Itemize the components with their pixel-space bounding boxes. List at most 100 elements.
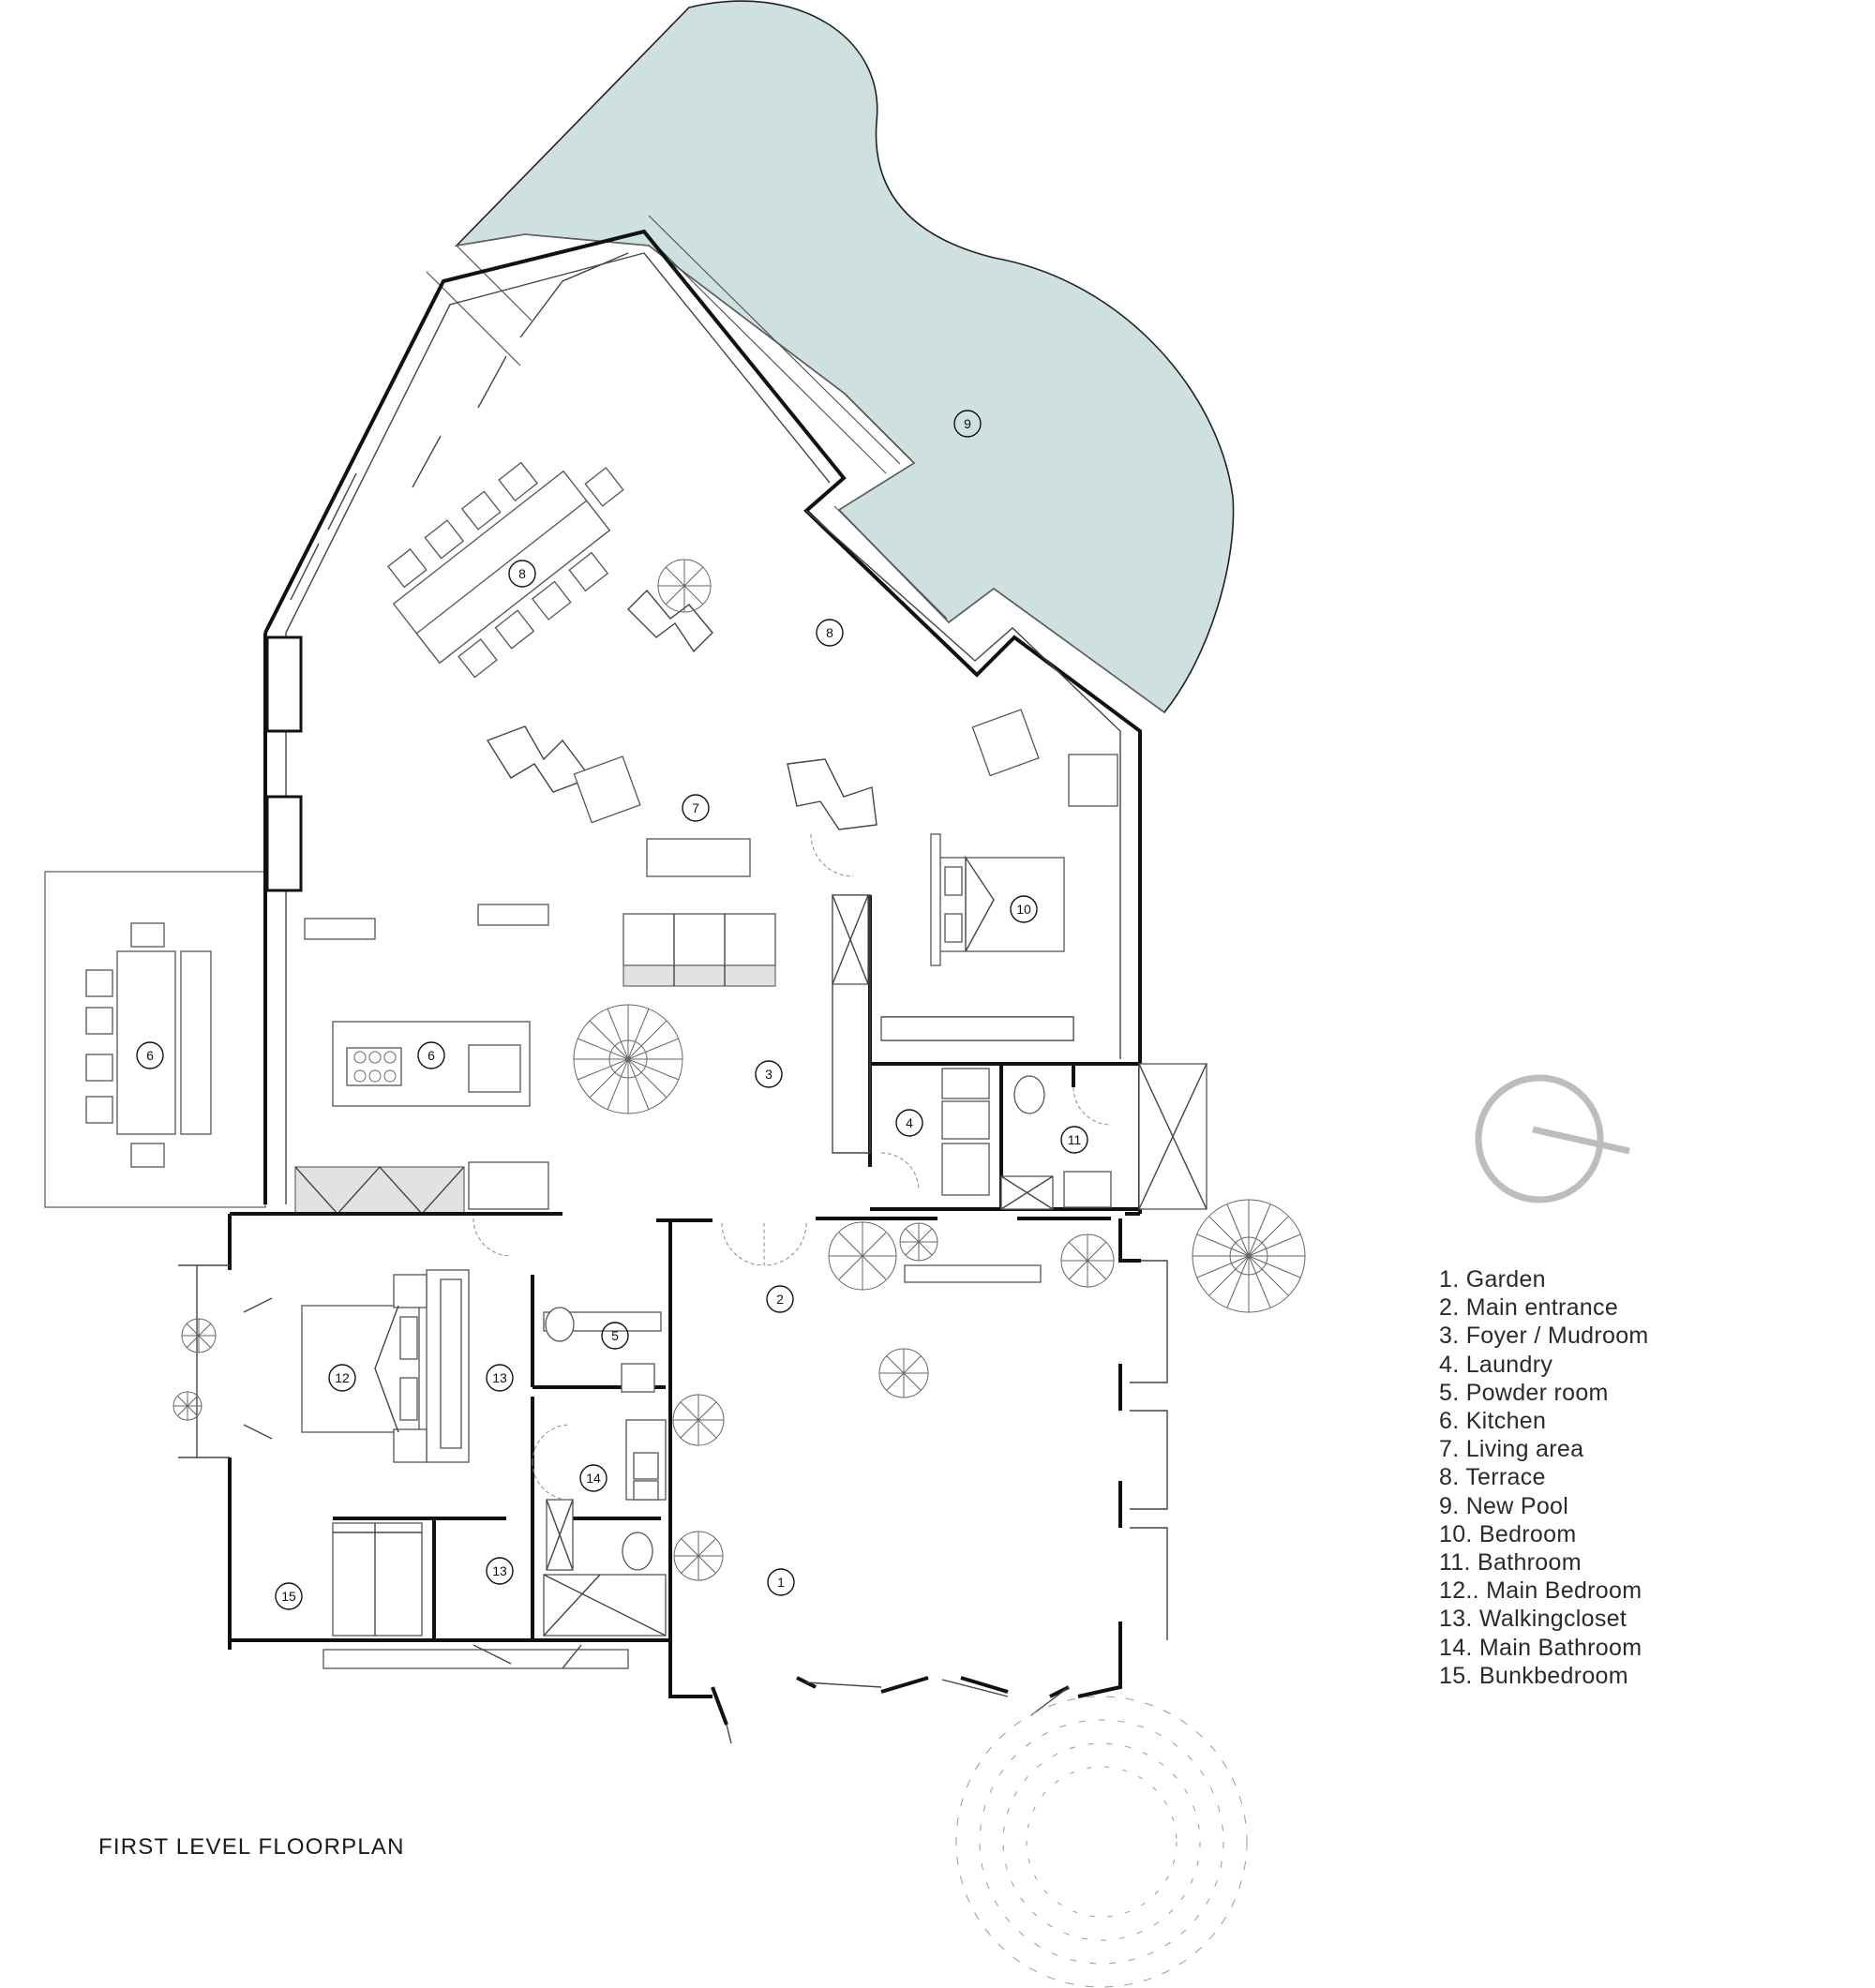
svg-text:2: 2 (776, 1292, 784, 1307)
room-marker-9: 9 (953, 410, 982, 438)
svg-text:4: 4 (906, 1115, 913, 1130)
legend-item: 8. Terrace (1439, 1464, 1546, 1491)
svg-text:3: 3 (765, 1067, 772, 1082)
plant-garden (672, 1394, 725, 1446)
vanity-room11 (1063, 1171, 1112, 1208)
oven (477, 904, 549, 926)
legend-item: 2. Main entrance (1439, 1294, 1619, 1322)
plant-garden (1192, 1199, 1306, 1313)
armchair (971, 709, 1040, 777)
nightstand (393, 1428, 428, 1463)
legend-item: 5. Powder room (1439, 1379, 1609, 1406)
svg-text:7: 7 (692, 800, 699, 815)
dining-table-terrace (387, 461, 624, 679)
plant-garden (673, 1531, 724, 1581)
room-marker-6a: 6 (136, 1041, 164, 1069)
svg-text:14: 14 (586, 1471, 601, 1486)
plant-side (172, 1391, 202, 1421)
room-marker-5: 5 (601, 1322, 629, 1350)
nightstand (393, 1274, 428, 1308)
room-marker-8a: 8 (508, 560, 536, 588)
legend-item: 14. Main Bathroom (1439, 1634, 1642, 1661)
cooktop (346, 1047, 402, 1086)
room-marker-10: 10 (1010, 895, 1038, 923)
door[interactable] (472, 1218, 512, 1257)
plant-garden (878, 1348, 929, 1398)
svg-text:5: 5 (611, 1328, 619, 1343)
legend-item: 10. Bedroom (1439, 1520, 1577, 1547)
outdoor-bench (180, 950, 212, 1135)
garden-walls (668, 1217, 1141, 1698)
svg-text:10: 10 (1016, 902, 1031, 917)
legend-item: 15. Bunkbedroom (1439, 1662, 1628, 1689)
tree-canopy (955, 1696, 1248, 1988)
garden-fence (1130, 1260, 1168, 1640)
toilet-room5 (545, 1307, 575, 1342)
lounge-chair (486, 725, 592, 793)
door[interactable] (810, 833, 854, 877)
legend-item: 11. Bathroom (1439, 1549, 1582, 1577)
pool-coping (426, 215, 948, 620)
kitchen-counter (294, 1166, 465, 1215)
legend-item: 13. Walkingcloset (1439, 1606, 1628, 1633)
pillow (944, 913, 963, 943)
powder-sink (621, 1363, 655, 1393)
fridge (468, 1161, 549, 1210)
plant-garden (1060, 1233, 1115, 1288)
room-marker-13a: 13 (486, 1364, 514, 1392)
door[interactable] (532, 1424, 571, 1463)
door[interactable] (763, 1222, 807, 1266)
legend-item: 7. Living area (1439, 1436, 1584, 1463)
svg-text:11: 11 (1068, 1132, 1082, 1147)
sofa (622, 913, 776, 966)
laundry-counter (880, 1016, 1074, 1041)
shower-cross (1138, 1063, 1208, 1210)
door[interactable] (532, 1461, 571, 1501)
room-marker-12: 12 (328, 1364, 356, 1392)
garden-door[interactable] (711, 1676, 1070, 1726)
pillow (399, 1377, 418, 1421)
svg-text:8: 8 (826, 625, 833, 640)
room-marker-4: 4 (895, 1109, 923, 1137)
room-marker-11: 11 (1060, 1126, 1088, 1154)
plan-title: FIRST LEVEL FLOORPLAN (98, 1834, 405, 1860)
upper-windows (290, 252, 629, 601)
oven (304, 918, 376, 940)
door[interactable] (880, 1152, 920, 1191)
svg-text:6: 6 (428, 1048, 435, 1063)
room-marker-1: 1 (767, 1568, 795, 1596)
side-windows[interactable] (178, 1264, 582, 1669)
svg-text:1: 1 (777, 1575, 785, 1590)
room-marker-7: 7 (682, 794, 710, 822)
north-arrow-icon (1475, 1074, 1630, 1203)
door[interactable] (721, 1222, 765, 1266)
terrace-bar (322, 1649, 629, 1669)
window-bay (265, 795, 303, 892)
room-marker-2: 2 (766, 1285, 794, 1313)
door[interactable] (1072, 1086, 1112, 1126)
laundry-cabinet (941, 1143, 990, 1196)
window-bay (265, 635, 303, 733)
svg-text:13: 13 (492, 1370, 507, 1385)
pillow (944, 866, 963, 896)
svg-text:6: 6 (146, 1048, 154, 1063)
bed-sheet (965, 855, 995, 952)
tub-cross-lines (1000, 1175, 1054, 1210)
room-marker-6b: 6 (417, 1041, 445, 1069)
laundry-cabinet (941, 1100, 990, 1140)
plant-living (657, 559, 712, 613)
toilet-room14 (622, 1532, 653, 1571)
legend-item: 6. Kitchen (1439, 1408, 1547, 1435)
svg-text:13: 13 (492, 1563, 507, 1578)
svg-text:9: 9 (964, 416, 971, 431)
pool (454, 0, 1235, 714)
svg-text:15: 15 (281, 1589, 296, 1604)
lounge-chair (627, 589, 713, 653)
room-marker-8b: 8 (816, 619, 844, 647)
pool-edge (456, 233, 1165, 713)
svg-text:12: 12 (335, 1370, 350, 1385)
room-marker-13b: 13 (486, 1557, 514, 1585)
sofa-back (622, 964, 776, 987)
legend-item: 9. New Pool (1439, 1492, 1569, 1519)
plant-foyer (573, 1004, 683, 1114)
